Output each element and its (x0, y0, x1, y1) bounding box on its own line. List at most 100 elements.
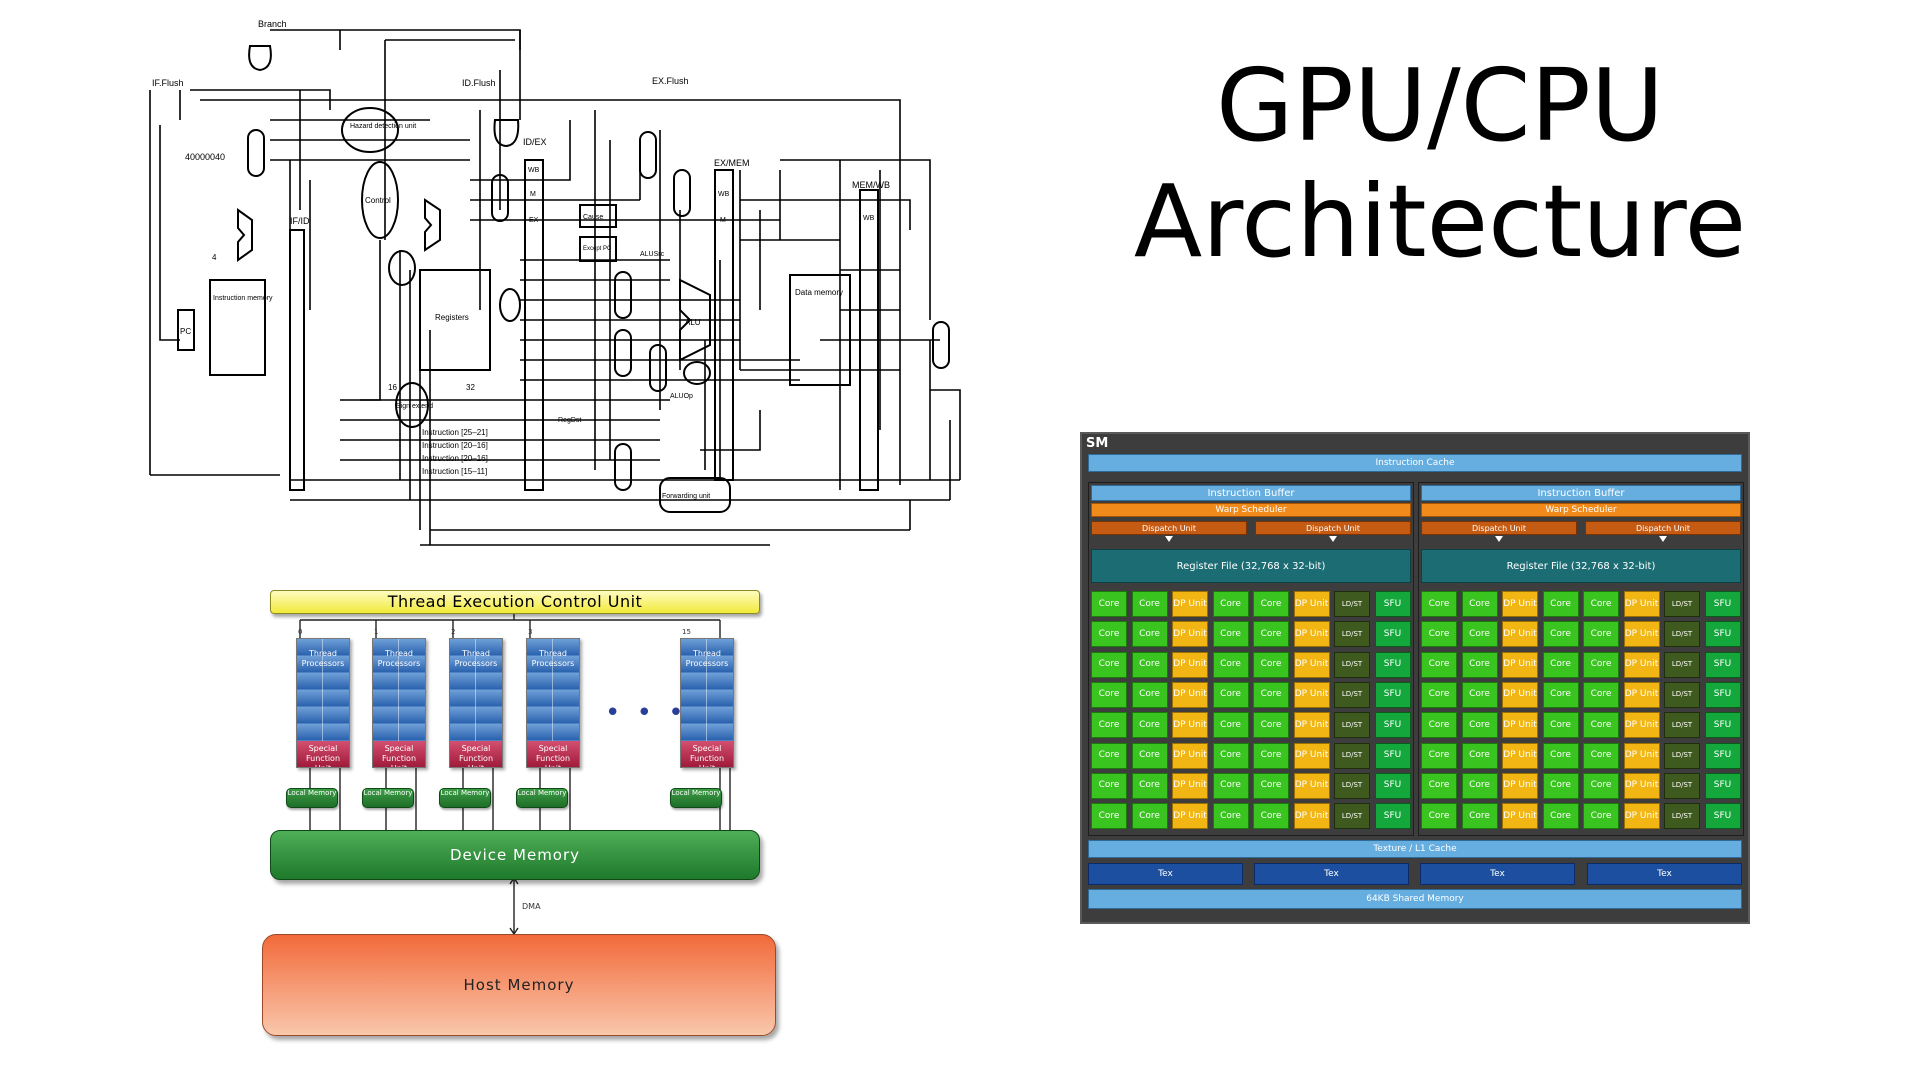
label-ex-flush: EX.Flush (652, 76, 689, 86)
sm-half-left: Instruction Buffer Warp Scheduler Dispat… (1088, 482, 1414, 836)
label-m-1: M (530, 191, 536, 198)
register-file: Register File (32,768 x 32-bit) (1091, 549, 1411, 583)
core-cell: Core (1091, 712, 1127, 739)
dp-unit-cell: DP Unit (1502, 712, 1538, 739)
core-cell: Core (1253, 651, 1289, 678)
core-cell: Core (1212, 651, 1249, 678)
core-cell: Core (1253, 621, 1289, 648)
special-function-unit-label: Special Function Unit (458, 744, 494, 767)
core-cell: Core (1421, 803, 1457, 830)
sfu-cell: SFU (1374, 651, 1411, 678)
label-m-2: M (720, 217, 726, 224)
core-cell: Core (1091, 742, 1127, 769)
core-cell: Core (1131, 621, 1168, 648)
core-cell: Core (1091, 621, 1127, 648)
core-cell: Core (1131, 742, 1168, 769)
special-function-unit-label: Special Function Unit (305, 744, 341, 767)
sfu-cell: SFU (1374, 591, 1411, 617)
core-cell: Core (1421, 772, 1457, 799)
thread-processor: Thread Processors Special Function Unit (526, 638, 580, 768)
ld-st-cell: LD/ST (1334, 651, 1370, 678)
core-cell: Core (1253, 591, 1289, 617)
label-if-flush: IF.Flush (152, 78, 184, 88)
sfu-cell: SFU (1704, 651, 1741, 678)
texture-l1-cache: Texture / L1 Cache (1088, 840, 1742, 858)
ld-st-cell: LD/ST (1334, 712, 1370, 739)
tex-unit: Tex (1587, 863, 1742, 885)
core-cell: Core (1421, 681, 1457, 708)
label-control: Control (365, 196, 391, 205)
label-id-flush: ID.Flush (462, 78, 496, 88)
tex-unit: Tex (1254, 863, 1409, 885)
label-forwarding-unit: Forwarding unit (662, 493, 710, 500)
label-sign-extend: Sign extend (396, 403, 433, 410)
dispatch-unit: Dispatch Unit (1091, 521, 1247, 535)
thread-execution-control-unit: Thread Execution Control Unit (270, 590, 760, 614)
core-cell: Core (1253, 712, 1289, 739)
sfu-cell: SFU (1704, 621, 1741, 648)
processor-index: 2 (451, 628, 456, 636)
core-cell: Core (1253, 803, 1289, 830)
core-cell: Core (1461, 712, 1498, 739)
dp-unit-cell: DP Unit (1502, 803, 1538, 830)
core-cell: Core (1131, 772, 1168, 799)
thread-processor-label: Thread Processors (685, 649, 729, 668)
label-aluop: ALUOp (670, 393, 693, 400)
label-wb-3: WB (863, 215, 875, 222)
core-cell: Core (1091, 772, 1127, 799)
label-wb-2: WB (718, 191, 730, 198)
label-branch: Branch (258, 19, 287, 29)
core-cell: Core (1421, 591, 1457, 617)
dp-unit-cell: DP Unit (1172, 681, 1208, 708)
special-function-unit-label: Special Function Unit (381, 744, 417, 767)
sfu-cell: SFU (1374, 772, 1411, 799)
label-alu: ALU (685, 318, 701, 327)
dp-unit-cell: DP Unit (1623, 651, 1660, 678)
sfu-cell: SFU (1704, 742, 1741, 769)
dp-unit-cell: DP Unit (1502, 621, 1538, 648)
dp-unit-cell: DP Unit (1293, 712, 1330, 739)
streaming-multiprocessor-diagram: SM Instruction Cache Instruction Buffer … (1080, 432, 1750, 924)
core-cell: Core (1421, 621, 1457, 648)
label-4: 4 (212, 253, 217, 262)
label-ex-mem: EX/MEM (714, 158, 750, 168)
thread-execution-diagram: Thread Execution Control Unit 0 Thread P… (250, 590, 790, 1050)
core-cell: Core (1253, 772, 1289, 799)
sfu-cell: SFU (1704, 591, 1741, 617)
core-cell: Core (1091, 803, 1127, 830)
ld-st-cell: LD/ST (1334, 803, 1370, 830)
label-instruction-25-21: Instruction [25–21] (422, 428, 488, 437)
core-cell: Core (1583, 591, 1619, 617)
core-cell: Core (1461, 591, 1498, 617)
dp-unit-cell: DP Unit (1623, 621, 1660, 648)
label-32: 32 (466, 383, 475, 392)
label-16: 16 (388, 383, 397, 392)
dp-unit-cell: DP Unit (1293, 681, 1330, 708)
dp-unit-cell: DP Unit (1623, 712, 1660, 739)
thread-processor: Thread Processors Special Function Unit (449, 638, 503, 768)
core-cell: Core (1212, 681, 1249, 708)
sm-half-right: Instruction Buffer Warp Scheduler Dispat… (1418, 482, 1744, 836)
core-cell: Core (1461, 621, 1498, 648)
dp-unit-cell: DP Unit (1502, 681, 1538, 708)
core-cell: Core (1542, 651, 1579, 678)
core-cell: Core (1091, 681, 1127, 708)
thread-processor-label: Thread Processors (377, 649, 421, 668)
dp-unit-cell: DP Unit (1172, 651, 1208, 678)
register-file: Register File (32,768 x 32-bit) (1421, 549, 1741, 583)
warp-scheduler: Warp Scheduler (1091, 503, 1411, 517)
ld-st-cell: LD/ST (1664, 712, 1700, 739)
instruction-cache: Instruction Cache (1088, 454, 1742, 472)
core-cell: Core (1542, 772, 1579, 799)
local-memory: Local Memory (362, 788, 414, 808)
dp-unit-cell: DP Unit (1172, 803, 1208, 830)
core-cell: Core (1131, 651, 1168, 678)
core-cell: Core (1253, 681, 1289, 708)
core-cell: Core (1542, 621, 1579, 648)
core-cell: Core (1212, 591, 1249, 617)
shared-memory: 64KB Shared Memory (1088, 889, 1742, 909)
label-wb-1: WB (528, 167, 540, 174)
dp-unit-cell: DP Unit (1172, 591, 1208, 617)
sfu-cell: SFU (1704, 681, 1741, 708)
label-address-constant: 40000040 (185, 152, 225, 162)
